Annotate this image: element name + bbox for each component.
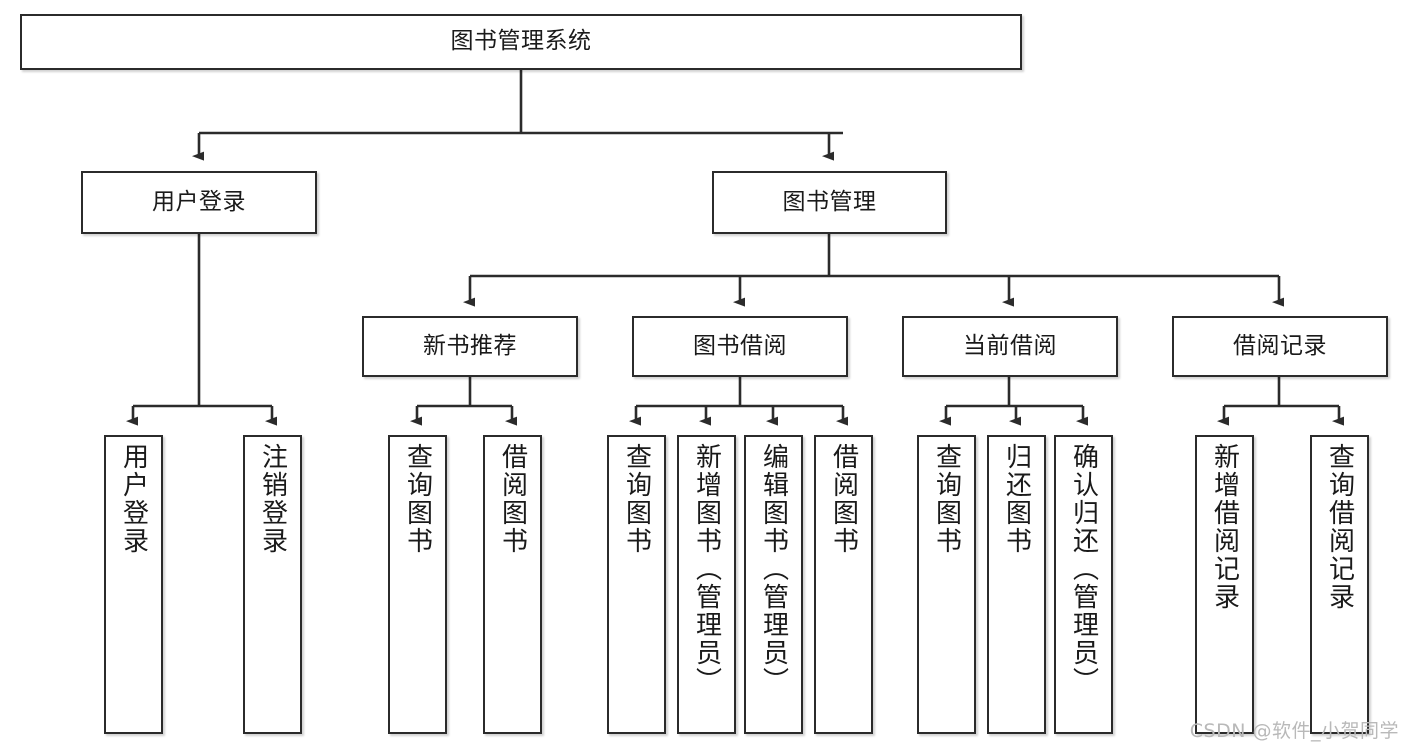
- node-leaf-edit-book[interactable]: 编辑图书（管理员）: [744, 435, 803, 734]
- node-borrow-record[interactable]: 借阅记录: [1172, 316, 1388, 377]
- node-leaf-query-book-1-label: 查询图书: [402, 443, 433, 555]
- node-current-borrow[interactable]: 当前借阅: [902, 316, 1118, 377]
- node-leaf-borrow-book-1-label: 借阅图书: [497, 443, 528, 555]
- node-book-borrow[interactable]: 图书借阅: [632, 316, 848, 377]
- node-leaf-query-book-3-label: 查询图书: [931, 443, 962, 555]
- node-leaf-borrow-book-2-label: 借阅图书: [828, 443, 859, 555]
- node-current-borrow-label: 当前借阅: [963, 332, 1057, 359]
- node-leaf-user-logout-label: 注销登录: [257, 443, 288, 555]
- node-leaf-add-record[interactable]: 新增借阅记录: [1195, 435, 1254, 734]
- node-leaf-confirm-return[interactable]: 确认归还（管理员）: [1054, 435, 1113, 734]
- node-leaf-add-book-label: 新增图书（管理员）: [691, 443, 722, 695]
- node-book-borrow-label: 图书借阅: [693, 332, 787, 359]
- node-leaf-query-record[interactable]: 查询借阅记录: [1310, 435, 1369, 734]
- node-leaf-query-book-3[interactable]: 查询图书: [917, 435, 976, 734]
- node-new-book-recommend-label: 新书推荐: [423, 332, 517, 359]
- node-user-login-label: 用户登录: [152, 188, 246, 215]
- node-leaf-return-book-label: 归还图书: [1001, 443, 1032, 555]
- node-leaf-query-book-2[interactable]: 查询图书: [607, 435, 666, 734]
- node-leaf-add-record-label: 新增借阅记录: [1209, 443, 1240, 611]
- node-book-manage-label: 图书管理: [782, 188, 877, 215]
- node-leaf-query-book-1[interactable]: 查询图书: [388, 435, 447, 734]
- node-leaf-user-logout[interactable]: 注销登录: [243, 435, 302, 734]
- node-new-book-recommend[interactable]: 新书推荐: [362, 316, 578, 377]
- node-book-manage[interactable]: 图书管理: [712, 171, 947, 234]
- node-leaf-borrow-book-2[interactable]: 借阅图书: [814, 435, 873, 734]
- node-user-login[interactable]: 用户登录: [81, 171, 317, 234]
- node-root-label: 图书管理系统: [450, 28, 592, 55]
- node-borrow-record-label: 借阅记录: [1233, 332, 1327, 359]
- node-leaf-user-login[interactable]: 用户登录: [104, 435, 163, 734]
- node-leaf-borrow-book-1[interactable]: 借阅图书: [483, 435, 542, 734]
- node-leaf-edit-book-label: 编辑图书（管理员）: [758, 443, 789, 695]
- node-leaf-return-book[interactable]: 归还图书: [987, 435, 1046, 734]
- node-leaf-query-record-label: 查询借阅记录: [1324, 443, 1355, 611]
- watermark: CSDN @软件_小贺同学: [1189, 720, 1399, 742]
- node-leaf-add-book[interactable]: 新增图书（管理员）: [677, 435, 736, 734]
- node-root[interactable]: 图书管理系统: [20, 14, 1022, 70]
- node-leaf-user-login-label: 用户登录: [118, 443, 149, 555]
- node-leaf-confirm-return-label: 确认归还（管理员）: [1068, 443, 1099, 695]
- node-leaf-query-book-2-label: 查询图书: [621, 443, 652, 555]
